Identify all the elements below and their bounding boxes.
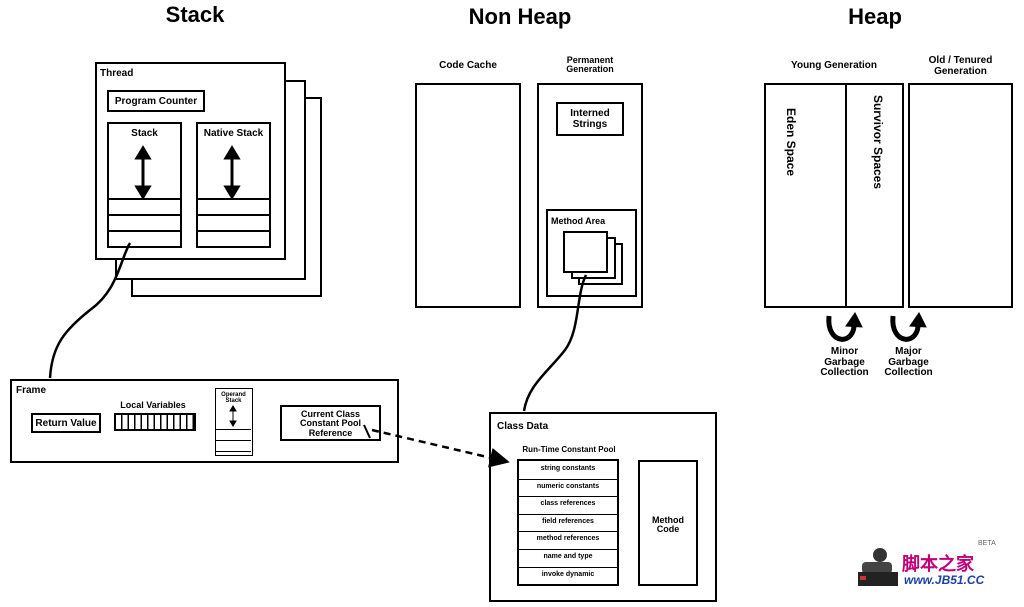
constant-pool-reference-box: Current Class Constant Pool Reference: [280, 405, 381, 441]
watermark-url: www.JB51.CC: [904, 573, 985, 587]
method-code-label: Method Code: [652, 515, 684, 535]
stack-frame-slot: [109, 230, 180, 248]
native-stack-label: Native Stack: [203, 128, 264, 139]
permanent-generation-label: Permanent Generation: [566, 55, 614, 75]
thread-label: Thread: [100, 68, 134, 79]
code-cache-label: Code Cache: [439, 60, 497, 71]
old-generation-label: Old / Tenured Generation: [928, 55, 993, 77]
old-generation-box: [908, 83, 1013, 308]
watermark-site-name: 脚本之家: [902, 554, 974, 575]
stack-frame-slot: [109, 198, 180, 216]
pool-entry: invoke dynamic: [519, 566, 617, 584]
young-generation-box: [764, 83, 904, 308]
native-stack-frame-slot: [198, 198, 269, 216]
native-stack-frame-slot: [198, 230, 269, 248]
operand-stack-slot: [216, 451, 251, 455]
pool-entry: field references: [519, 513, 617, 532]
major-gc-label: Major Garbage Collection: [884, 346, 933, 378]
pool-entry: numeric constants: [519, 478, 617, 497]
constant-pool-reference-arrow: [363, 424, 510, 468]
method-area-to-class-data-connector: [522, 274, 588, 412]
return-value-box: Return Value: [31, 413, 101, 433]
interned-strings-box: Interned Strings: [556, 102, 624, 136]
section-title-heap: Heap: [848, 4, 902, 29]
stack-growth-arrow: [134, 145, 152, 200]
pool-entry: name and type: [519, 549, 617, 567]
thread-box: Thread Program Counter Stack Native Stac…: [95, 62, 286, 260]
watermark-beta: BETA: [978, 540, 996, 547]
operand-stack-slot: [216, 429, 251, 441]
pool-entry-label: field references: [542, 517, 594, 525]
method-area-box: Method Area: [546, 209, 637, 297]
native-stack-frame-slot: [198, 214, 269, 232]
major-gc-arrow: [890, 312, 927, 342]
pool-entry-label: numeric constants: [536, 482, 600, 490]
young-generation-divider: [845, 85, 847, 306]
watermark-logo-icon: [858, 548, 900, 588]
pool-entry-label: string constants: [540, 465, 596, 472]
pool-entry-label: class references: [540, 500, 596, 508]
stack-label: Stack: [131, 128, 158, 139]
return-value-label: Return Value: [35, 418, 97, 429]
operand-stack-label: Operand Stack: [221, 392, 246, 405]
class-data-label: Class Data: [497, 421, 549, 432]
program-counter-label: Program Counter: [114, 96, 198, 107]
code-cache-box: [415, 83, 521, 308]
constant-pool-reference-label: Current Class Constant Pool Reference: [300, 409, 361, 438]
pool-entry-label: method references: [536, 535, 600, 543]
pool-entry: method references: [519, 531, 617, 549]
method-code-box: Method Code: [638, 460, 698, 586]
minor-gc-label: Minor Garbage Collection: [820, 346, 869, 378]
pool-entry-label: name and type: [543, 553, 593, 560]
local-variables-label: Local Variables: [120, 400, 186, 410]
operand-stack-slot: [216, 440, 251, 452]
section-title-stack: Stack: [165, 2, 225, 27]
method-area-class-card: [563, 231, 608, 273]
stack-frame-slot: [109, 214, 180, 232]
local-variables-slots: [114, 413, 196, 431]
section-title-nonheap: Non Heap: [468, 4, 572, 29]
frame-label: Frame: [16, 385, 47, 396]
operand-stack-arrow: [229, 405, 237, 427]
interned-strings-label: Interned Strings: [570, 108, 610, 130]
native-stack-growth-arrow: [223, 145, 241, 200]
pool-entry: string constants: [519, 461, 617, 479]
runtime-constant-pool-label: Run-Time Constant Pool: [522, 445, 616, 454]
method-area-label: Method Area: [551, 216, 606, 226]
pool-entry-label: invoke dynamic: [541, 570, 595, 578]
minor-gc-arrow: [826, 312, 863, 342]
class-data-box: Class Data Run-Time Constant Pool string…: [489, 412, 717, 602]
young-generation-label: Young Generation: [791, 60, 877, 71]
pool-entry: class references: [519, 496, 617, 514]
permanent-generation-box: Interned Strings Method Area: [537, 83, 643, 308]
program-counter-box: Program Counter: [107, 90, 205, 112]
stack-to-frame-connector: [48, 242, 132, 379]
runtime-constant-pool-table: string constants numeric constants class…: [517, 459, 619, 586]
